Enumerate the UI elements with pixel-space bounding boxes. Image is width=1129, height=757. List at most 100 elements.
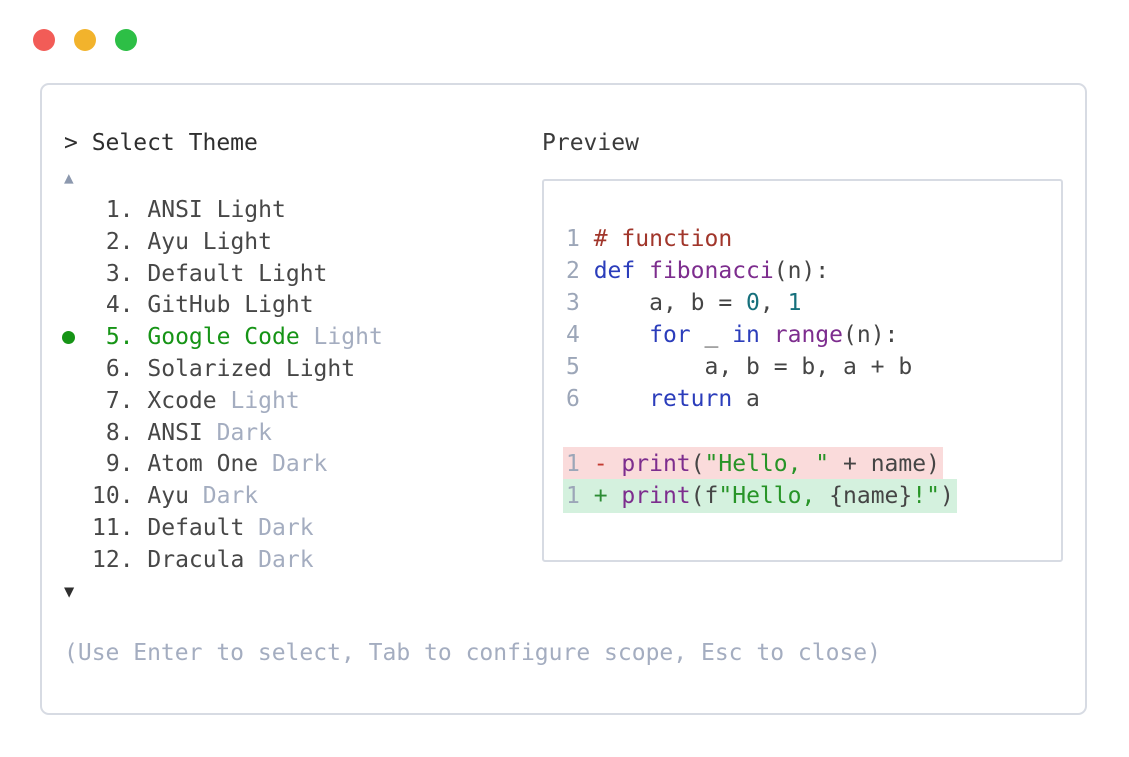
- selected-marker: [62, 322, 92, 354]
- gap: [134, 449, 148, 481]
- code-line: 5 a, b = b, a + b: [566, 351, 1053, 383]
- token-pln: [760, 322, 774, 348]
- token-pln: a, b = b, a + b: [593, 354, 913, 380]
- theme-name-part: Xcode: [147, 387, 217, 414]
- code-line: 1 # function: [566, 223, 1053, 255]
- theme-list-item[interactable]: 3. Default Light: [64, 259, 542, 291]
- marker-gutter: [64, 259, 92, 291]
- gap: [134, 386, 148, 418]
- theme-list-item[interactable]: 12. Dracula Dark: [64, 545, 542, 577]
- code-line: 3 a, b = 0, 1: [566, 287, 1053, 319]
- token-str: "Hello, ": [704, 451, 830, 477]
- scroll-down-row: ▼: [64, 577, 542, 609]
- theme-number: 12.: [92, 546, 134, 573]
- token-pln: {name}: [829, 483, 913, 509]
- marker-gutter: [64, 449, 92, 481]
- theme-list-item[interactable]: 5. Google Code Light: [62, 322, 542, 354]
- theme-number: 3.: [105, 260, 134, 287]
- line-content: 4 for _ in range(n):: [566, 319, 898, 351]
- line-number: 1: [566, 226, 594, 252]
- line-content: 3 a, b = 0, 1: [566, 287, 801, 319]
- theme-number: 11.: [92, 514, 134, 541]
- gap: [134, 513, 148, 545]
- theme-name-part: Ayu: [147, 483, 189, 510]
- gap: [134, 481, 148, 513]
- theme-name-part: Dark: [202, 419, 273, 446]
- theme-name-part: ANSI: [147, 419, 203, 446]
- gap: [134, 418, 148, 450]
- theme-list-item[interactable]: 10. Ayu Dark: [64, 481, 542, 513]
- marker-gutter: [64, 481, 92, 513]
- gap: [134, 227, 148, 259]
- token-pln: [594, 322, 649, 348]
- token-typ: range: [773, 322, 843, 348]
- line-content: 6 return a: [566, 383, 760, 415]
- token-pln: a, b =: [593, 290, 747, 316]
- token-pln: a: [732, 386, 760, 412]
- theme-list-item[interactable]: 2. Ayu Light: [64, 227, 542, 259]
- token-minus: -: [593, 451, 608, 477]
- scroll-up-icon[interactable]: ▲: [64, 168, 74, 187]
- line-number: 4: [566, 322, 594, 348]
- token-kwd: in: [732, 322, 760, 348]
- theme-list-item[interactable]: 7. Xcode Light: [64, 386, 542, 418]
- blank-line: [566, 415, 1053, 447]
- token-pln: + name): [829, 451, 940, 477]
- line-content: 2 def fibonacci(n):: [566, 255, 829, 287]
- token-pln: _: [690, 322, 733, 348]
- theme-number: 5.: [105, 324, 134, 351]
- marker-gutter: [64, 386, 92, 418]
- theme-number: 8.: [105, 419, 134, 446]
- gap: [134, 354, 148, 386]
- close-button[interactable]: [33, 29, 55, 51]
- marker-gutter: [64, 513, 92, 545]
- line-content: 5 a, b = b, a + b: [566, 351, 912, 383]
- theme-name-part: Dracula: [147, 546, 245, 573]
- marker-gutter: [64, 418, 92, 450]
- token-lit: 0: [746, 290, 760, 316]
- scroll-down-icon[interactable]: ▼: [64, 581, 75, 602]
- line-number: 1: [566, 451, 594, 477]
- theme-number: 7.: [105, 387, 134, 414]
- theme-name-part: Solarized Light: [147, 355, 356, 382]
- token-str: "Hello,: [718, 483, 830, 509]
- token-typ: print: [621, 451, 691, 477]
- theme-list-item[interactable]: 1. ANSI Light: [64, 195, 542, 227]
- selected-dot-icon: [62, 331, 75, 345]
- diff-line-removed: 1 - print("Hello, " + name): [563, 447, 1053, 481]
- theme-name-part: Dark: [244, 546, 314, 573]
- token-lit: 1: [787, 290, 802, 316]
- theme-name-part: Default: [147, 514, 245, 541]
- theme-list-item[interactable]: 9. Atom One Dark: [64, 449, 542, 481]
- marker-gutter: [64, 227, 92, 259]
- line-number: 5: [566, 354, 594, 380]
- theme-name-part: Light: [216, 387, 300, 414]
- minimize-button[interactable]: [74, 29, 96, 51]
- theme-name-part: Dark: [188, 483, 259, 510]
- token-pln: [608, 451, 622, 477]
- theme-list-item[interactable]: 4. GitHub Light: [64, 290, 542, 322]
- theme-number: 1.: [105, 197, 134, 223]
- gap: [134, 545, 148, 577]
- marker-gutter: [64, 545, 92, 577]
- theme-list-item[interactable]: 11. Default Dark: [64, 513, 542, 545]
- theme-list-item[interactable]: 8. ANSI Dark: [64, 418, 542, 450]
- gap: [134, 290, 148, 322]
- code-line: 2 def fibonacci(n):: [566, 255, 1053, 287]
- line-content: 1 - print("Hello, " + name): [563, 447, 943, 481]
- token-plus: +: [593, 483, 608, 509]
- theme-name-part: Atom One: [147, 451, 259, 478]
- maximize-button[interactable]: [115, 29, 137, 51]
- theme-name-part: Google Code: [147, 324, 300, 351]
- theme-name-part: Ayu Light: [147, 228, 272, 255]
- gap: [134, 322, 148, 354]
- line-number: 6: [566, 386, 594, 412]
- theme-list-item[interactable]: 6. Solarized Light: [64, 354, 542, 386]
- theme-number: 6.: [105, 355, 134, 382]
- theme-name-part: Dark: [258, 451, 328, 478]
